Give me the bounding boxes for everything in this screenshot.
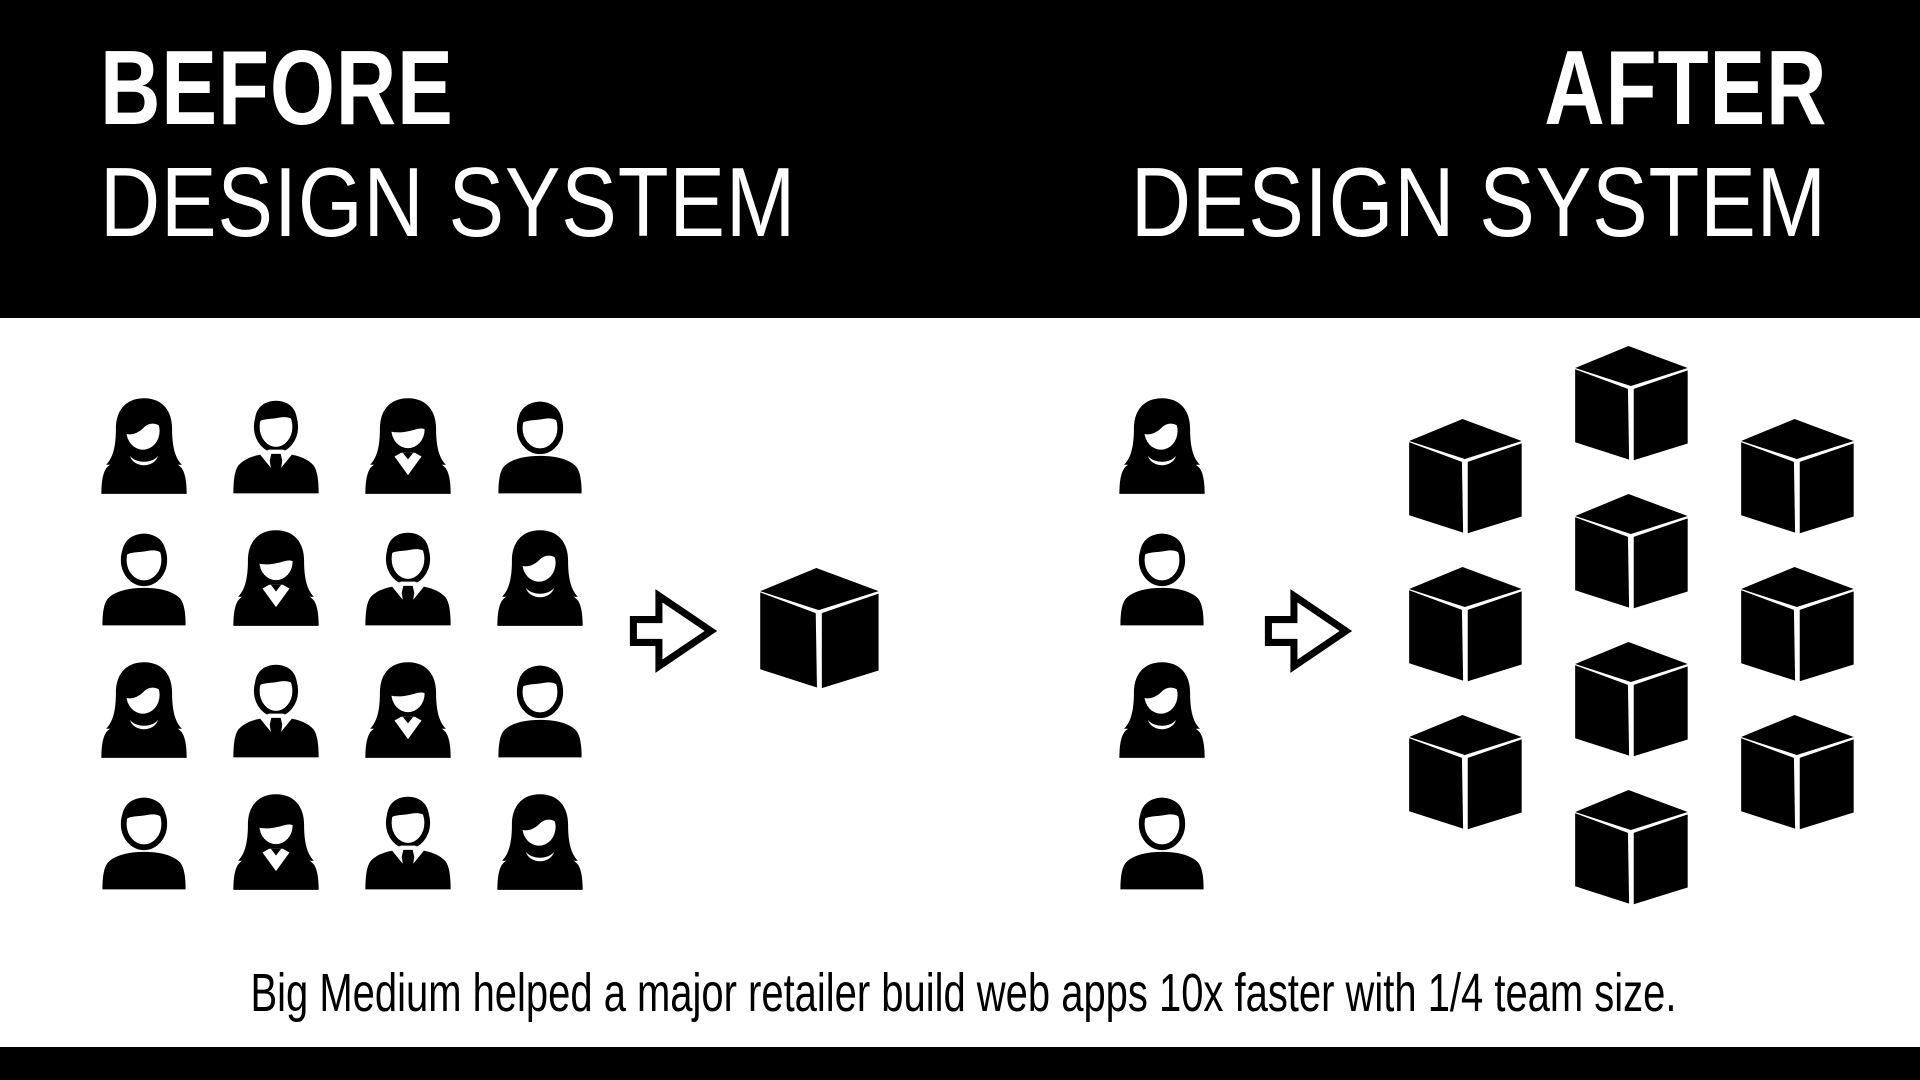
- after-cube-cluster: [1408, 346, 1856, 906]
- cube-icon: [1408, 567, 1524, 683]
- cube-icon: [1740, 715, 1856, 831]
- person-icon-woman-long-hair: [488, 789, 592, 893]
- person-cell: [342, 643, 474, 775]
- person-icon-woman-side-swept: [356, 393, 460, 497]
- arrow-right-icon: [1264, 585, 1352, 677]
- person-icon-man-suit-tie: [224, 393, 328, 497]
- person-cell: [342, 775, 474, 907]
- person-icon-man-suit-tie: [224, 657, 328, 761]
- person-icon-man-casual: [92, 789, 196, 893]
- person-icon-man-suit-tie: [356, 525, 460, 629]
- person-cell: [474, 511, 606, 643]
- cube-icon: [1408, 715, 1524, 831]
- before-title: BEFORE: [100, 35, 919, 141]
- before-subtitle-text: DESIGN SYSTEM: [100, 147, 797, 257]
- cube-icon: [1574, 642, 1690, 758]
- caption-text: Big Medium helped a major retailer build…: [250, 963, 1677, 1023]
- person-icon-woman-long-hair: [92, 393, 196, 497]
- arrow-right-icon: [629, 585, 717, 677]
- cube-icon: [1408, 419, 1524, 535]
- person-cell: [1096, 379, 1228, 511]
- person-cell: [78, 511, 210, 643]
- cube-icon: [1574, 790, 1690, 906]
- person-icon-man-casual: [1110, 525, 1214, 629]
- before-header-block: BEFORE DESIGN SYSTEM: [100, 0, 919, 251]
- person-cell: [474, 643, 606, 775]
- person-cell: [210, 511, 342, 643]
- person-cell: [342, 379, 474, 511]
- person-icon-man-casual: [92, 525, 196, 629]
- cube-icon: [1574, 494, 1690, 610]
- bottom-bar: [0, 1047, 1920, 1080]
- person-cell: [1096, 643, 1228, 775]
- cube-column: [1574, 346, 1690, 906]
- after-subtitle: DESIGN SYSTEM: [1008, 153, 1827, 251]
- caption: Big Medium helped a major retailer build…: [0, 966, 1920, 1020]
- person-cell: [78, 643, 210, 775]
- cube-icon: [1740, 419, 1856, 535]
- person-icon-woman-long-hair: [1110, 657, 1214, 761]
- person-cell: [210, 775, 342, 907]
- person-icon-woman-side-swept: [224, 525, 328, 629]
- person-icon-woman-side-swept: [356, 657, 460, 761]
- person-icon-man-suit-tie: [356, 789, 460, 893]
- after-title-text: AFTER: [1543, 29, 1827, 147]
- before-title-text: BEFORE: [100, 29, 454, 147]
- after-title: AFTER: [1008, 35, 1827, 141]
- person-cell: [210, 379, 342, 511]
- cube-column: [1740, 346, 1856, 906]
- cube-column: [1408, 346, 1524, 906]
- cube-icon: [759, 568, 881, 690]
- after-arrow: [1264, 585, 1352, 677]
- person-cell: [1096, 511, 1228, 643]
- after-subtitle-text: DESIGN SYSTEM: [1130, 147, 1827, 257]
- person-cell: [474, 775, 606, 907]
- person-icon-man-casual: [488, 393, 592, 497]
- person-cell: [474, 379, 606, 511]
- person-cell: [78, 775, 210, 907]
- person-icon-man-casual: [1110, 789, 1214, 893]
- header: BEFORE DESIGN SYSTEM AFTER DESIGN SYSTEM: [0, 0, 1920, 318]
- before-cube-group: [759, 568, 881, 690]
- before-subtitle: DESIGN SYSTEM: [100, 153, 919, 251]
- after-header-block: AFTER DESIGN SYSTEM: [1008, 0, 1827, 251]
- person-icon-man-casual: [488, 657, 592, 761]
- person-icon-woman-long-hair: [1110, 393, 1214, 497]
- cube-icon: [1574, 346, 1690, 462]
- person-cell: [342, 511, 474, 643]
- person-cell: [210, 643, 342, 775]
- before-arrow: [629, 585, 717, 677]
- cube-icon: [1740, 567, 1856, 683]
- person-cell: [1096, 775, 1228, 907]
- person-icon-woman-long-hair: [92, 657, 196, 761]
- person-icon-woman-side-swept: [224, 789, 328, 893]
- person-icon-woman-long-hair: [488, 525, 592, 629]
- before-people-grid: [78, 379, 606, 907]
- person-cell: [78, 379, 210, 511]
- after-people-column: [1096, 379, 1228, 907]
